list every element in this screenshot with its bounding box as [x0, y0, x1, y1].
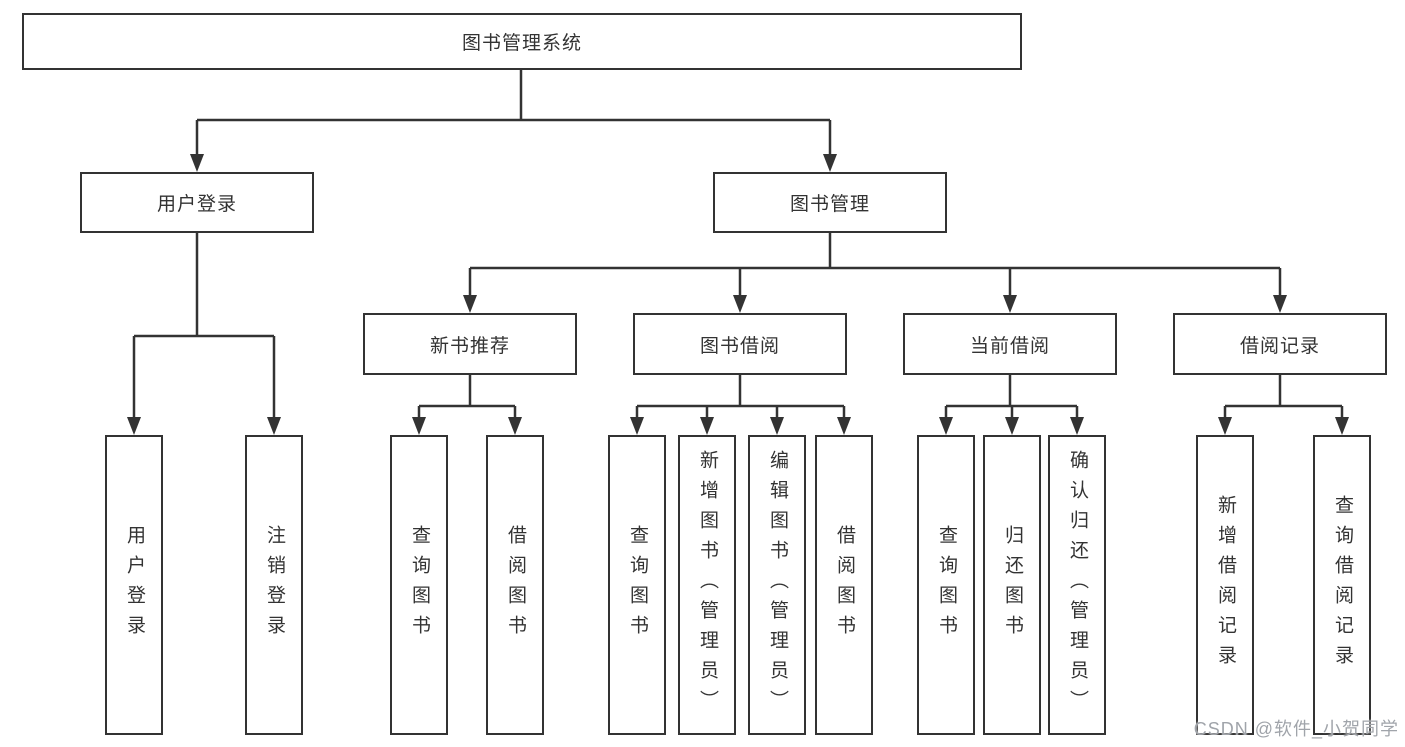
leaf-borrow-books: 借阅图书 — [815, 435, 873, 735]
arrowhead-icon — [463, 295, 477, 313]
node-book-management: 图书管理 — [713, 172, 947, 233]
node-new-book-recommend: 新书推荐 — [363, 313, 577, 375]
node-user-login: 用户登录 — [80, 172, 314, 233]
arrowhead-icon — [630, 417, 644, 435]
edge-borrow-record-to-leaves — [1218, 375, 1349, 435]
arrowhead-icon — [127, 417, 141, 435]
arrowhead-icon — [939, 417, 953, 435]
arrowhead-icon — [700, 417, 714, 435]
leaf-query-books-recommend: 查询图书 — [390, 435, 448, 735]
arrowhead-icon — [1003, 295, 1017, 313]
arrowhead-icon — [733, 295, 747, 313]
edge-user-login-to-leaves — [127, 233, 281, 435]
arrowhead-icon — [1335, 417, 1349, 435]
leaf-return-book: 归还图书 — [983, 435, 1041, 735]
leaf-logout: 注销登录 — [245, 435, 303, 735]
edge-current-borrow-to-leaves — [939, 375, 1084, 435]
csdn-watermark: CSDN @软件_小贺同学 — [1193, 719, 1399, 739]
edge-book-borrow-to-leaves — [630, 375, 851, 435]
edge-root-to-level2 — [190, 70, 837, 172]
arrowhead-icon — [190, 154, 204, 172]
arrowhead-icon — [1273, 295, 1287, 313]
arrowhead-icon — [508, 417, 522, 435]
leaf-user-login: 用户登录 — [105, 435, 163, 735]
leaf-query-books-current: 查询图书 — [917, 435, 975, 735]
node-book-borrow: 图书借阅 — [633, 313, 847, 375]
arrowhead-icon — [837, 417, 851, 435]
arrowhead-icon — [267, 417, 281, 435]
edge-new-book-rec-to-leaves — [412, 375, 522, 435]
node-current-borrow: 当前借阅 — [903, 313, 1117, 375]
arrowhead-icon — [770, 417, 784, 435]
edge-book-mgmt-to-level3 — [463, 233, 1287, 313]
leaf-borrow-books-recommend: 借阅图书 — [486, 435, 544, 735]
node-book-management-system: 图书管理系统 — [22, 13, 1022, 70]
leaf-add-book-admin: 新增图书（管理员） — [678, 435, 736, 735]
arrowhead-icon — [1005, 417, 1019, 435]
leaf-confirm-return-admin: 确认归还（管理员） — [1048, 435, 1106, 735]
arrowhead-icon — [1218, 417, 1232, 435]
node-borrow-record: 借阅记录 — [1173, 313, 1387, 375]
arrowhead-icon — [1070, 417, 1084, 435]
arrowhead-icon — [412, 417, 426, 435]
arrowhead-icon — [823, 154, 837, 172]
leaf-edit-book-admin: 编辑图书（管理员） — [748, 435, 806, 735]
leaf-query-books-borrow: 查询图书 — [608, 435, 666, 735]
leaf-add-borrow-record: 新增借阅记录 — [1196, 435, 1254, 735]
leaf-query-borrow-record: 查询借阅记录 — [1313, 435, 1371, 735]
